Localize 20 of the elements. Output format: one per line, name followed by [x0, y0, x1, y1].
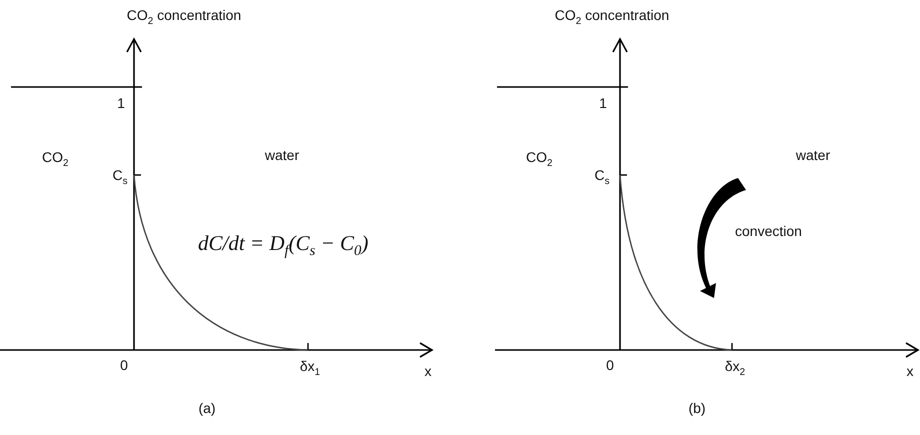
tick-label: δx$_{2}$ [724, 359, 746, 379]
equation: dC/dt = D$_{f}$(C$_{s}$ − C$_{0}$) [198, 232, 368, 260]
region-label: CO$_{2}$ [42, 150, 68, 170]
tick-label: 0 [120, 358, 128, 374]
axis-title: CO$_{2}$ concentration [554, 8, 670, 28]
panel-label: (b) [688, 401, 706, 416]
region-label: water [796, 148, 830, 164]
tick-label: 1 [599, 96, 607, 112]
region-label: water [264, 148, 300, 164]
annotation: convection [735, 224, 802, 240]
tick-label: C$_{s}$ [594, 168, 610, 188]
tick-label: 0 [606, 358, 614, 374]
axis-label: x [424, 364, 432, 380]
axis-title: CO$_{2}$ concentration [126, 8, 242, 28]
panel-label: (a) [198, 401, 216, 416]
tick-label: 1 [117, 96, 125, 112]
region-label: CO$_{2}$ [526, 150, 552, 170]
tick-label: δx$_{1}$ [300, 359, 320, 379]
tick-label: C$_{s}$ [112, 168, 128, 188]
axis-label: x [906, 364, 914, 380]
